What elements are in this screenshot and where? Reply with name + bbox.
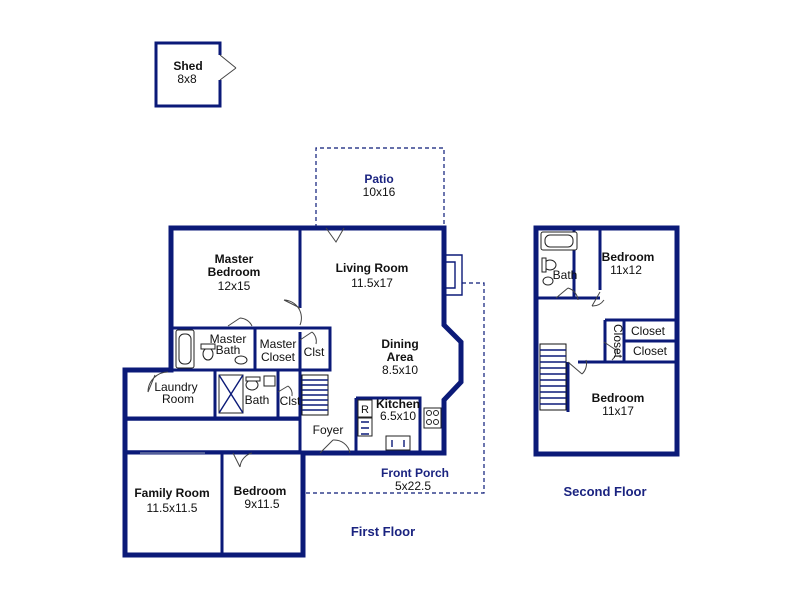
bath-name: Bath bbox=[245, 393, 270, 407]
front-porch-outline bbox=[306, 282, 485, 494]
front-porch-name: Front Porch bbox=[381, 466, 449, 480]
shed-dim: 8x8 bbox=[177, 72, 197, 86]
master-closet-name-2: Closet bbox=[261, 350, 296, 364]
laundry-room-name-1: Laundry bbox=[154, 380, 197, 394]
refrigerator-label: R bbox=[361, 404, 369, 416]
second-floor bbox=[533, 225, 680, 457]
dining-area-name-1: Dining bbox=[381, 337, 418, 351]
foyer-name: Foyer bbox=[313, 423, 344, 437]
bedroom-first-name: Bedroom bbox=[234, 484, 287, 498]
closet-a-name: Clst bbox=[304, 345, 325, 359]
dining-area-name-2: Area bbox=[387, 350, 414, 364]
second-floor-label: Second Floor bbox=[563, 484, 646, 499]
closet-vertical-name: Closet bbox=[611, 324, 625, 359]
stairs-second bbox=[539, 343, 567, 411]
master-bath-name-2: Bath bbox=[216, 343, 241, 357]
kitchen-dim: 6.5x10 bbox=[380, 409, 416, 423]
patio-dim: 10x16 bbox=[363, 185, 396, 199]
bedroom-lower-dim: 11x17 bbox=[602, 404, 634, 418]
master-bedroom-dim: 12x15 bbox=[218, 279, 251, 293]
master-closet-name-1: Master bbox=[260, 337, 297, 351]
closet-lower-name: Closet bbox=[633, 344, 668, 358]
bedroom-first-dim: 9x11.5 bbox=[244, 497, 279, 511]
master-bath-name-1: Master bbox=[210, 332, 247, 346]
stairs-first bbox=[301, 374, 329, 416]
closet-b-name: Clst bbox=[280, 394, 301, 408]
front-porch-dim: 5x22.5 bbox=[395, 479, 431, 493]
laundry-room-name-2: Room bbox=[162, 392, 194, 406]
shed bbox=[154, 41, 237, 108]
patio-name: Patio bbox=[364, 172, 393, 186]
closet-upper-name: Closet bbox=[631, 324, 666, 338]
first-floor bbox=[122, 225, 464, 558]
bath-second-name: Bath bbox=[553, 268, 578, 282]
bedroom-upper-name: Bedroom bbox=[602, 250, 655, 264]
kitchen-name: Kitchen bbox=[376, 397, 420, 411]
master-bedroom-name-2: Bedroom bbox=[208, 265, 261, 279]
shed-name: Shed bbox=[173, 59, 202, 73]
patio bbox=[315, 147, 445, 228]
dining-area-dim: 8.5x10 bbox=[382, 363, 418, 377]
living-room-name: Living Room bbox=[336, 261, 409, 275]
living-room-dim: 11.5x17 bbox=[351, 276, 393, 290]
bedroom-lower-name: Bedroom bbox=[592, 391, 645, 405]
bedroom-upper-dim: 11x12 bbox=[610, 263, 642, 277]
family-room-dim: 11.5x11.5 bbox=[147, 501, 198, 515]
master-bedroom-name-1: Master bbox=[215, 252, 254, 266]
family-room-name: Family Room bbox=[134, 486, 209, 500]
first-floor-label: First Floor bbox=[351, 524, 415, 539]
